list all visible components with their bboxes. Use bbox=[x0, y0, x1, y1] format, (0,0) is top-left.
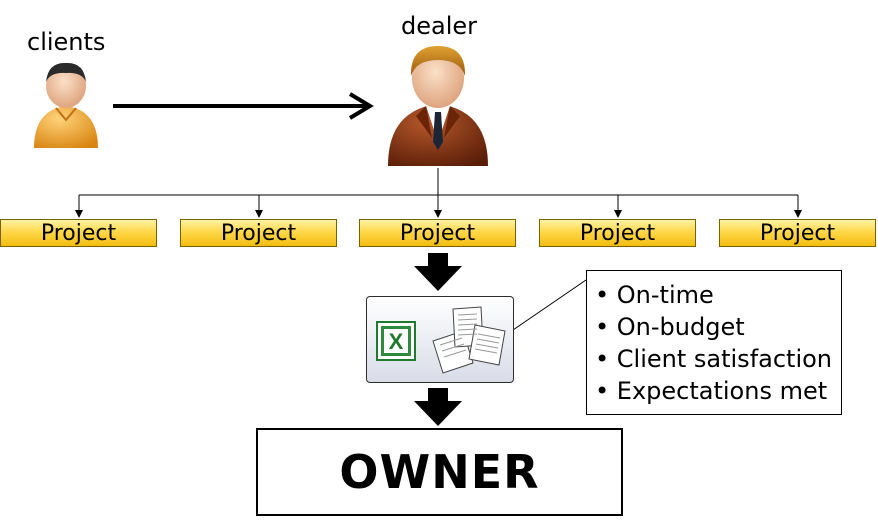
excel-icon: X bbox=[376, 321, 416, 361]
project-box-1: Project bbox=[0, 219, 157, 247]
svg-text:X: X bbox=[389, 329, 404, 354]
documents-icon bbox=[432, 306, 506, 374]
project-to-reports-arrow bbox=[414, 253, 462, 291]
businessman-icon bbox=[388, 46, 488, 166]
criteria-item: • Expectations met bbox=[595, 377, 828, 405]
dealer-label: dealer bbox=[401, 12, 478, 40]
criteria-box: • On-time • On-budget • Client satisfact… bbox=[586, 270, 842, 415]
criteria-item: • On-time bbox=[595, 281, 714, 309]
criteria-item: • Client satisfaction bbox=[595, 345, 833, 373]
dealer-to-projects-tree bbox=[75, 168, 802, 218]
criteria-callout-line bbox=[512, 279, 587, 331]
project-box-3: Project bbox=[359, 219, 516, 247]
clients-to-dealer-arrow bbox=[113, 92, 374, 120]
owner-box: OWNER bbox=[256, 428, 623, 516]
criteria-item: • On-budget bbox=[595, 313, 745, 341]
person-icon bbox=[34, 62, 98, 148]
reports-box: X bbox=[366, 296, 514, 383]
project-box-4: Project bbox=[539, 219, 696, 247]
clients-label: clients bbox=[27, 28, 106, 56]
project-box-5: Project bbox=[719, 219, 876, 247]
project-box-2: Project bbox=[180, 219, 337, 247]
reports-to-owner-arrow bbox=[414, 388, 462, 426]
